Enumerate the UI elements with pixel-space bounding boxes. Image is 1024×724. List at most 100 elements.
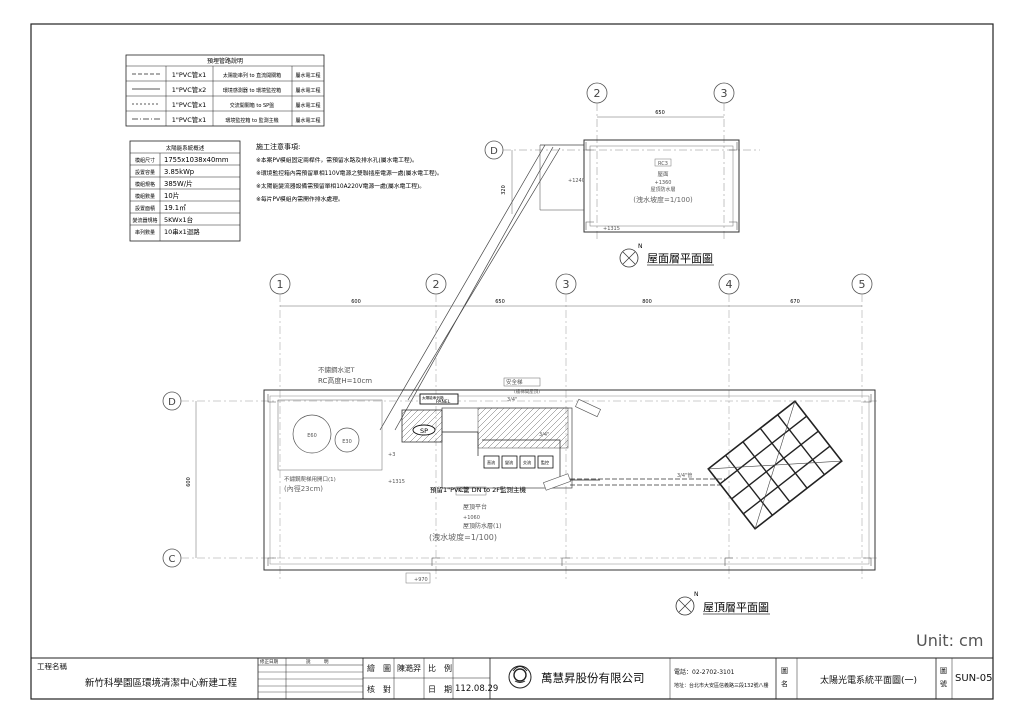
lower-slope: (洩水坡度=1/100) xyxy=(429,532,497,542)
drawing-name: 太陽光電系統平面圖(一) xyxy=(820,676,918,686)
grid-label-5: 5 xyxy=(859,278,866,291)
spec-key-7: 串列數量 xyxy=(135,229,155,236)
water-tank-large xyxy=(292,414,332,454)
legend-trade-3: 屬水電工程 xyxy=(295,102,320,109)
draw-label: 繪 圖 xyxy=(367,664,391,673)
legend-pipe-1: 1"PVC管x1 xyxy=(172,70,207,79)
company-phone: 電話：02-2702-3101 xyxy=(674,669,735,676)
project-name: 新竹科學園區環境清潔中心新建工程 xyxy=(85,678,238,689)
stair-hatch xyxy=(477,407,569,449)
lower-plan-title: 屋頂層平面圖 xyxy=(703,601,769,614)
north-arrow-upper xyxy=(619,248,639,268)
grid-label-3: 3 xyxy=(563,278,570,291)
spec-title: 太陽能系統概述 xyxy=(166,144,205,152)
date-label: 日 期 xyxy=(428,685,452,694)
equip-box-3-label: 交流 xyxy=(523,459,531,465)
grid-label-4: 4 xyxy=(726,278,733,291)
drawing-no: SUN-05 xyxy=(955,673,993,684)
legend-title: 預埋管路說明 xyxy=(207,57,243,65)
tank-e60: E60 xyxy=(307,433,317,439)
spec-key-6: 變流器規格 xyxy=(132,217,157,224)
spec-val-7: 10串x1迴路 xyxy=(164,227,200,236)
notes-line-1: ※本案PV模組固定兩桿件，需預留水路及排水孔(屬水電工程)。 xyxy=(256,156,418,164)
equip-box-4 xyxy=(537,455,554,469)
drawing-name-label: 圖名 xyxy=(781,667,788,688)
spec-table: 太陽能系統概述 模組尺寸 設置容量 模組規格 模組數量 設置面積 變流器規格 串… xyxy=(129,140,241,242)
upper-dim-320: 320 xyxy=(501,185,507,195)
legend-trade-2: 屬水電工程 xyxy=(295,87,320,94)
legend-table: 預埋管路說明 1"PVC管x1 1"PVC管x2 1"PVC管x1 1"PVC管… xyxy=(125,54,325,127)
grid-label-2: 2 xyxy=(433,278,440,291)
dim-800: 800 xyxy=(642,299,652,305)
upper-slope: (洩水坡度=1/100) xyxy=(633,195,693,204)
spec-key-3: 模組規格 xyxy=(135,181,155,188)
panel-box xyxy=(419,393,459,405)
dim-34-a: 3/4" xyxy=(507,397,517,403)
upper-dim-650: 650 xyxy=(655,110,665,116)
lv-1060: +1060 xyxy=(463,515,480,521)
notes-line-3: ※太陽能變流器設備需預留單相10A220V電源一處(屬水電工程)。 xyxy=(256,182,425,190)
dim-670: 670 xyxy=(790,299,800,305)
hatch-label: 不鏽鋼爬梯用開口(1) xyxy=(284,475,336,483)
north-arrow-lower xyxy=(675,596,695,616)
parapet-label: 不鏽鋼水泥T xyxy=(318,365,355,374)
grid-label-d: D xyxy=(168,397,176,408)
equip-box-4-label: 監控 xyxy=(541,459,549,465)
legend-route-1: 太陽能串列 to 直流開關箱 xyxy=(223,72,281,79)
ladder-label: 安全梯 xyxy=(506,378,523,386)
grid-label-upper-3: 3 xyxy=(721,87,728,100)
notes-line-4: ※每片PV模組內需開作排水處理。 xyxy=(256,195,344,203)
dim-34-b: 3/4" xyxy=(539,432,549,438)
company-address: 地址：台北市大安區信義路三段132號八樓 xyxy=(674,683,769,689)
sp-label: SP xyxy=(420,427,428,435)
equip-box-2-label: 變流 xyxy=(505,459,513,465)
lower-roof-plan: 1 2 3 4 5 600 650 800 670 D C 600 E60 E3… xyxy=(162,273,880,616)
rc-height-label: RC高度H=10cm xyxy=(318,376,372,385)
rev-date-label: 修正日期 xyxy=(260,660,278,665)
panel-box-label: 太陽能串列箱 xyxy=(422,395,444,400)
scale-label: 比 例 xyxy=(428,664,452,673)
dim-plus3: +3 xyxy=(388,452,395,458)
legend-route-4: 環境監控箱 to 監測主機 xyxy=(225,117,278,124)
rc2-label: RC2 xyxy=(458,488,468,494)
drawing-no-label: 圖號 xyxy=(940,667,947,688)
spec-val-1: 1755x1038x40mm xyxy=(164,156,229,164)
north-label-lower: N xyxy=(694,591,699,598)
upper-roof-outline xyxy=(583,139,740,233)
upper-tank: 屋頂防水層 xyxy=(650,186,675,193)
spec-key-4: 模組數量 xyxy=(135,193,155,200)
legend-route-2: 環境感測器 to 環境監控箱 xyxy=(223,87,281,94)
lv-970: +970 xyxy=(414,577,428,583)
legend-pipe-3: 1"PVC管x1 xyxy=(172,100,207,109)
equip-box-3 xyxy=(519,455,536,469)
notes-title: 施工注意事項: xyxy=(256,142,300,151)
upper-lv-3: +1315 xyxy=(603,226,620,232)
legend-pipe-4: 1"PVC管x1 xyxy=(172,115,207,124)
date-value: 112.08.29 xyxy=(455,684,499,694)
ladder-label-2: (樓梯間屋頂) xyxy=(514,388,540,395)
north-label-upper: N xyxy=(638,243,643,250)
panel-label: PANEL xyxy=(436,399,451,405)
grid-label-c: C xyxy=(169,554,176,565)
water-tank-small xyxy=(334,427,360,453)
spec-val-2: 3.85kWp xyxy=(164,168,194,176)
upper-lv-2: +1240 xyxy=(568,178,585,184)
pv-array xyxy=(707,400,843,530)
upper-roof-label: 屋面 xyxy=(657,171,669,178)
sp-panel xyxy=(412,424,436,436)
spec-key-2: 設置容量 xyxy=(135,169,155,176)
lower-tank: 屋頂防水層(1) xyxy=(463,522,502,530)
upper-roof-plan: 2 3 650 D 320 RC3 屋面 +1360 屋頂防水層 (洩水坡度=1… xyxy=(484,82,760,268)
pvc-note: 預留1"PVC管 DN to 2F監測主機 xyxy=(430,485,526,494)
roof-outline xyxy=(263,389,876,571)
equip-box-2 xyxy=(501,455,518,469)
company-name: 萬慧昇股份有限公司 xyxy=(541,671,645,685)
rev-desc-label: 說 明 xyxy=(306,660,329,665)
project-label: 工程名稱 xyxy=(37,662,67,671)
equip-box-1-label: 直流 xyxy=(487,459,495,465)
legend-trade-4: 屬水電工程 xyxy=(295,117,320,124)
spec-val-5: 19.1㎡ xyxy=(164,203,186,212)
dim-600: 600 xyxy=(351,299,361,305)
cable-label: 3/4"管 xyxy=(677,472,692,479)
